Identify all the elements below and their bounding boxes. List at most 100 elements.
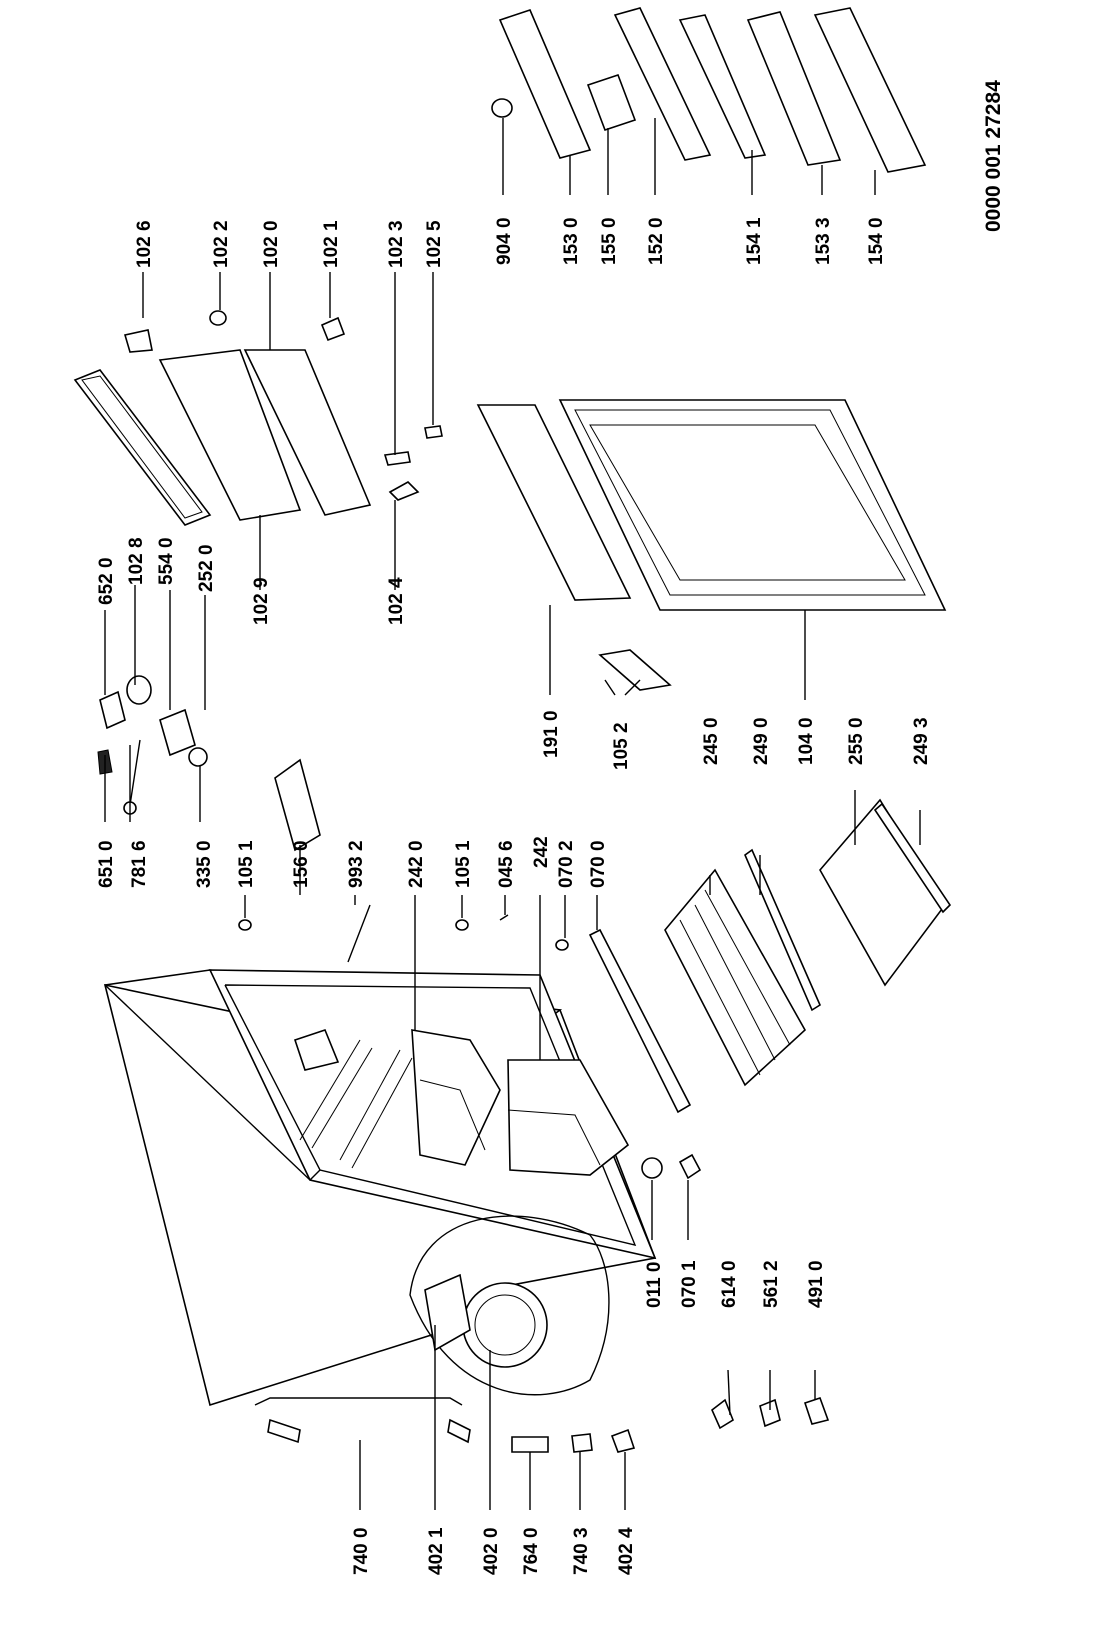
part-capillary-781	[129, 739, 141, 806]
label-070-2: 070 2	[556, 840, 577, 888]
label-102-5: 102 5	[424, 220, 445, 268]
door	[476, 399, 947, 691]
label-154-1: 154 1	[744, 217, 765, 265]
part-door-1040	[558, 399, 947, 611]
label-614-0: 614 0	[719, 1260, 740, 1308]
label-102-0: 102 0	[261, 220, 282, 268]
part-pin-0456	[499, 914, 509, 921]
control-parts	[97, 675, 830, 1453]
label-904-0: 904 0	[494, 217, 515, 265]
part-relay-6140	[711, 1398, 734, 1430]
part-part-7403	[571, 1433, 593, 1453]
label-045-6: 045 6	[496, 840, 517, 888]
label-554-0: 554 0	[156, 537, 177, 585]
label-152-0: 152 0	[646, 217, 667, 265]
part-rail-1541	[678, 14, 767, 159]
shelves	[664, 798, 952, 1087]
part-bin-1520	[613, 7, 712, 161]
refrigerator-cabinet	[103, 969, 657, 1444]
part-panel-1029	[158, 349, 302, 521]
label-255-0: 255 0	[846, 717, 867, 765]
label-651-0: 651 0	[96, 840, 117, 888]
part-door-frame-1910	[476, 404, 632, 601]
part-bin-1533	[746, 11, 842, 166]
label-249-3: 249 3	[911, 717, 932, 765]
part-hinge-1052	[598, 649, 672, 691]
part-bin-1530	[498, 9, 592, 159]
label-249-0: 249 0	[751, 717, 772, 765]
part-knob-554	[126, 675, 152, 705]
part-clip-0701	[678, 1153, 702, 1180]
label-070-0: 070 0	[588, 840, 609, 888]
label-740-3: 740 3	[571, 1527, 592, 1575]
part-rail-0700	[588, 928, 692, 1114]
part-hinge-1021	[320, 316, 346, 342]
label-102-2: 102 2	[211, 220, 232, 268]
leader-lines	[104, 118, 921, 1510]
part-housing-252	[159, 708, 196, 757]
part-screw-1051b	[455, 919, 469, 931]
part-bracket-1023	[383, 451, 411, 466]
label-402-4: 402 4	[616, 1527, 637, 1575]
label-652-0: 652 0	[96, 557, 117, 605]
label-764-0: 764 0	[521, 1527, 542, 1575]
part-shelf-trim-2493	[873, 802, 952, 914]
label-402-1: 402 1	[426, 1527, 447, 1575]
part-shelf-trim-2490	[744, 848, 822, 1012]
part-gasket-1028	[73, 369, 212, 526]
part-part-4024	[610, 1428, 636, 1453]
label-154-0: 154 0	[866, 217, 887, 265]
label-245-0: 245 0	[701, 717, 722, 765]
label-104-0: 104 0	[796, 717, 817, 765]
label-491-0: 491 0	[806, 1260, 827, 1308]
label-102-6: 102 6	[134, 220, 155, 268]
part-wire-shelf-2450	[664, 868, 807, 1087]
part-hinge-1026	[123, 329, 153, 353]
label-335-0: 335 0	[194, 840, 215, 888]
part-plug-1022	[209, 310, 227, 326]
part-glass-shelf-2550	[819, 798, 946, 987]
label-242-0: 242 0	[406, 840, 427, 888]
label-011-0: 011 0	[644, 1262, 665, 1309]
label-740-0: 740 0	[351, 1527, 372, 1575]
part-egg-tray-156	[274, 758, 321, 852]
label-153-0: 153 0	[561, 217, 582, 265]
label-153-3: 153 3	[813, 217, 834, 265]
part-gear-0110	[641, 1157, 663, 1179]
part-knob-652	[99, 690, 126, 730]
label-155-0: 155 0	[599, 217, 620, 265]
label-105-2: 105 2	[611, 722, 632, 770]
label-252-0: 252 0	[196, 544, 217, 592]
label-156-0: 156 0	[291, 840, 312, 888]
part-part-7640	[511, 1436, 549, 1453]
label-993-2: 993 2	[346, 840, 367, 888]
part-plate-1025	[424, 425, 443, 439]
label-561-2: 561 2	[761, 1260, 782, 1308]
part-plug-0702	[555, 939, 569, 951]
document-id: 0000 001 27284	[982, 80, 1005, 232]
label-191-0: 191 0	[541, 710, 562, 758]
part-labels: 652 0 102 8 554 0 252 0 102 9 102 4 102 …	[96, 80, 1005, 1575]
label-105-1-b: 105 1	[453, 840, 474, 888]
door-bins	[491, 7, 927, 173]
label-102-1: 102 1	[321, 220, 342, 268]
part-screw-1051a	[238, 919, 252, 931]
label-102-3: 102 3	[386, 220, 407, 268]
label-402-0: 402 0	[481, 1527, 502, 1575]
label-105-1-a: 105 1	[236, 840, 257, 888]
label-070-1: 070 1	[679, 1260, 700, 1308]
part-lamp-993	[347, 904, 371, 963]
label-242: 242	[531, 836, 552, 868]
part-lamp-335	[188, 747, 208, 767]
part-bin-1540	[813, 7, 927, 173]
part-cover-4910	[803, 1396, 830, 1425]
part-clip-1024	[388, 481, 420, 501]
part-button-9040	[491, 98, 513, 118]
part-panel-1020	[243, 349, 372, 516]
label-781-6: 781 6	[129, 840, 150, 888]
part-egg-rack-1550	[586, 73, 637, 132]
freezer-parts	[73, 310, 443, 526]
label-102-8: 102 8	[126, 537, 147, 585]
label-102-4: 102 4	[386, 577, 407, 625]
